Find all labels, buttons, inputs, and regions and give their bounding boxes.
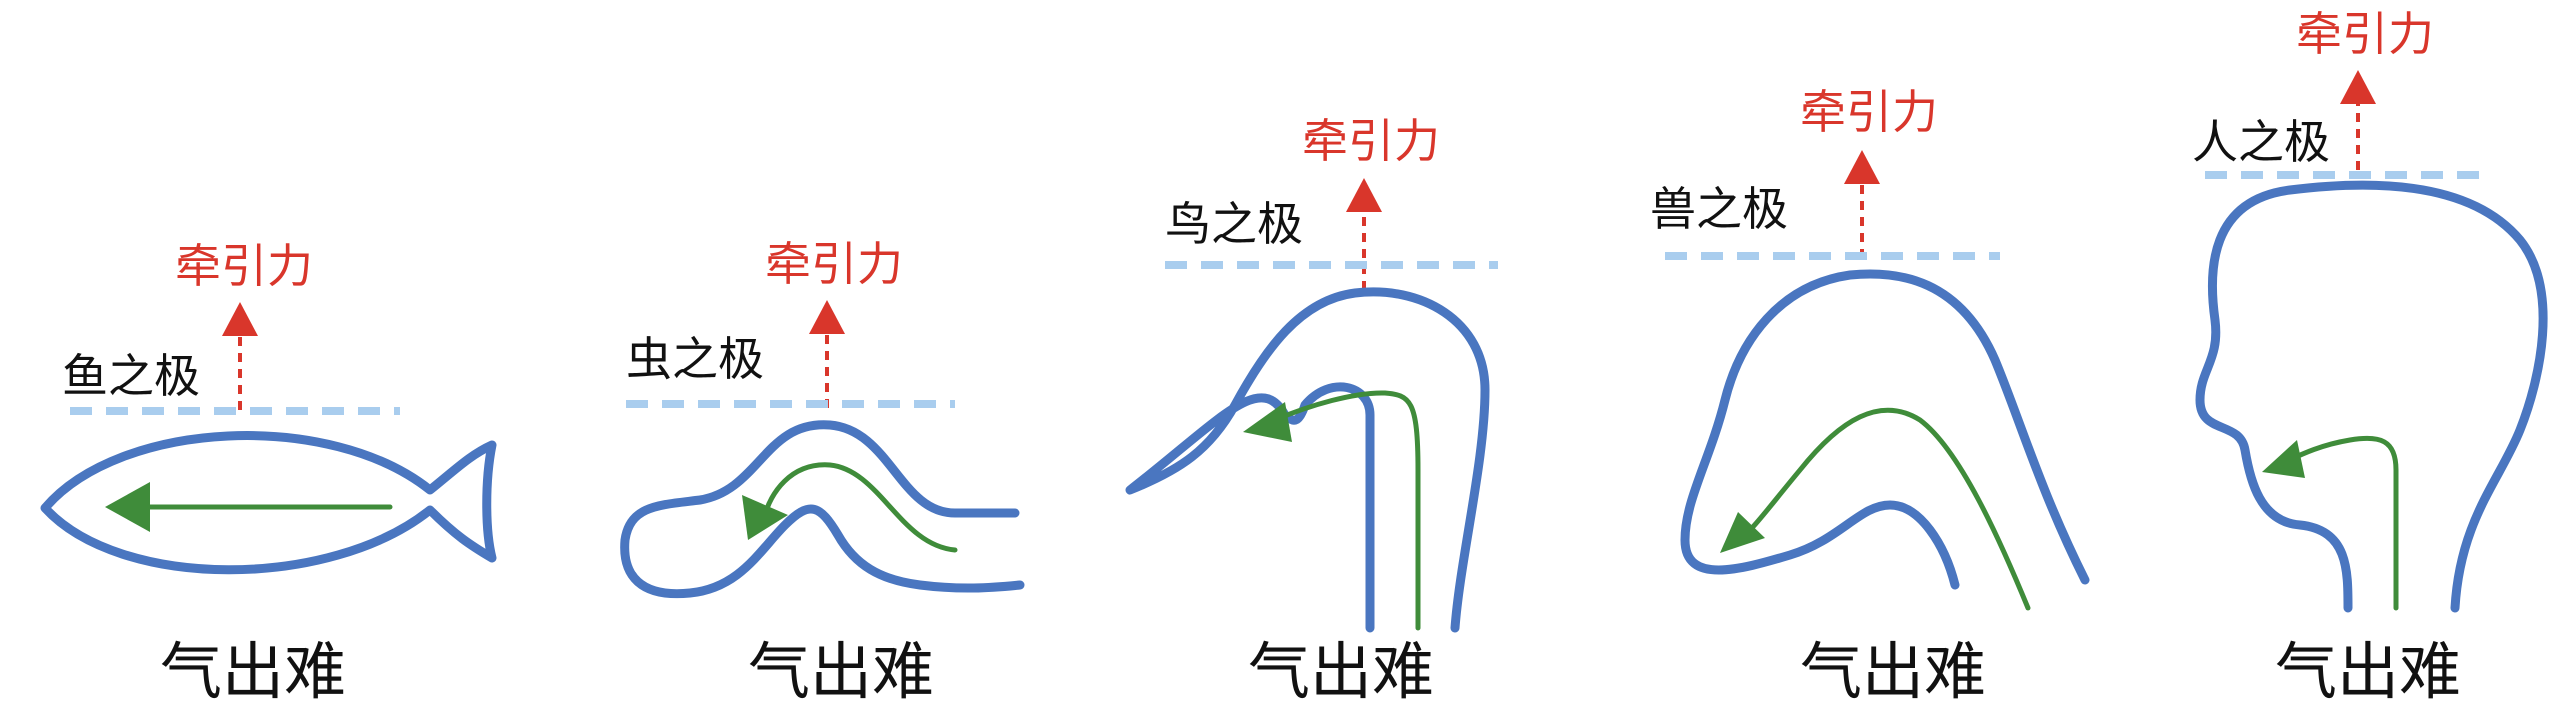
bird-outline — [1125, 287, 1490, 633]
panel-bird: 牵引力 鸟之极 气出难 — [1125, 114, 1498, 708]
caption-bird: 气出难 — [1248, 635, 1434, 708]
fish-outline — [40, 431, 497, 575]
panel-insect: 牵引力 虫之极 气出难 — [620, 237, 1025, 708]
limit-label-bird: 鸟之极 — [1165, 197, 1303, 251]
flow-arrow-head-insect — [742, 495, 788, 540]
force-label-insect: 牵引力 — [765, 237, 903, 291]
panel-human: 牵引力 人之极 气出难 — [2192, 7, 2548, 708]
force-arrow-head-human — [2340, 70, 2376, 104]
flow-line-human — [2282, 435, 2399, 611]
force-arrow-head-insect — [809, 300, 845, 334]
caption-human: 气出难 — [2275, 635, 2461, 708]
flow-line-beast — [1747, 407, 2031, 611]
force-arrow-head-bird — [1346, 178, 1382, 212]
caption-fish: 气出难 — [160, 635, 346, 708]
limit-label-beast: 兽之极 — [1650, 182, 1788, 236]
flow-arrow-head-human — [2262, 440, 2305, 478]
beast-outline — [1680, 269, 2090, 590]
limit-label-insect: 虫之极 — [626, 332, 764, 386]
human-outline — [2195, 180, 2548, 613]
force-arrow-head-fish — [222, 302, 258, 336]
panel-fish: 牵引力 鱼之极 气出难 — [40, 239, 497, 708]
force-arrow-head-beast — [1844, 150, 1880, 184]
flow-arrow-head-fish — [105, 482, 150, 532]
limit-label-human: 人之极 — [2192, 115, 2330, 169]
caption-insect: 气出难 — [748, 635, 934, 708]
flow-line-bird — [1272, 390, 1421, 631]
insect-outline — [620, 420, 1025, 599]
caption-beast: 气出难 — [1800, 635, 1986, 708]
force-label-human: 牵引力 — [2296, 7, 2434, 61]
flow-arrow-head-beast — [1720, 512, 1765, 553]
flow-arrow-head-bird — [1243, 402, 1292, 442]
limit-label-fish: 鱼之极 — [62, 349, 200, 403]
force-label-bird: 牵引力 — [1302, 114, 1440, 168]
force-label-fish: 牵引力 — [175, 239, 313, 293]
force-label-beast: 牵引力 — [1800, 85, 1938, 139]
flow-line-insect — [762, 462, 958, 553]
panel-beast: 牵引力 兽之极 气出难 — [1650, 85, 2090, 708]
